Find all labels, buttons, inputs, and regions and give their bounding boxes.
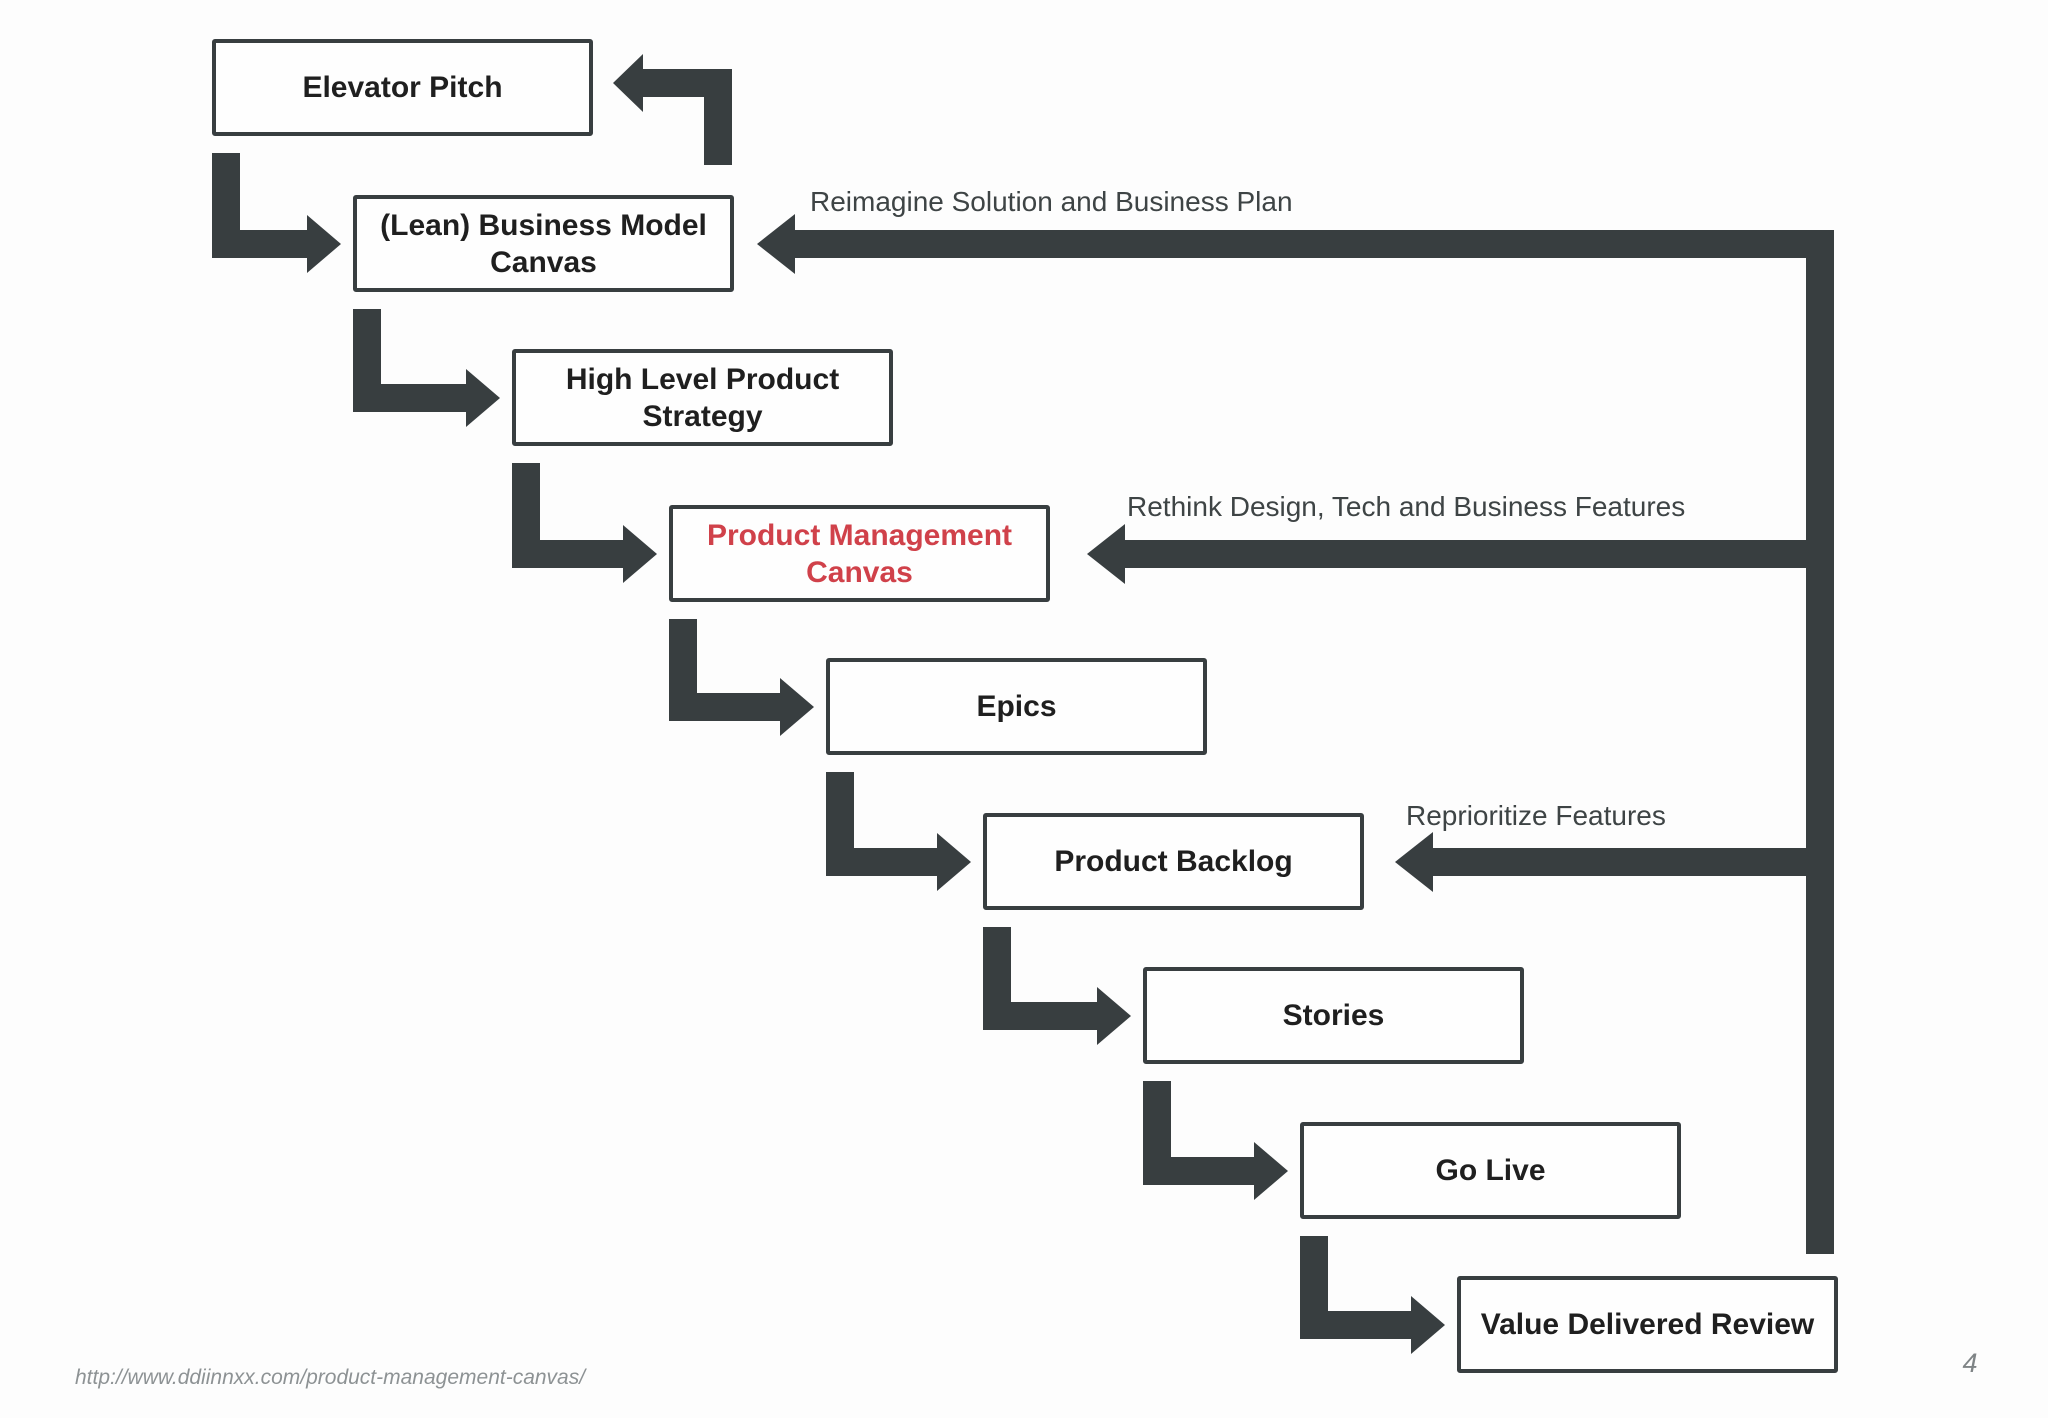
- feedback-vertical-line: [1806, 230, 1834, 1254]
- feedback-label-reimagine: Reimagine Solution and Business Plan: [810, 186, 1293, 217]
- connector-arrow-6-head: [1097, 987, 1131, 1045]
- flow-box-elevator-pitch: Elevator Pitch: [212, 39, 593, 136]
- flow-box-product-management-canvas: Product Management Canvas: [669, 505, 1050, 602]
- connector-arrow-4: [669, 619, 782, 721]
- feedback-arrow-1-head: [757, 214, 795, 274]
- flow-box-go-live: Go Live: [1300, 1122, 1681, 1219]
- top-return-elbow-arrow-head: [613, 54, 643, 112]
- feedback-arrow-2-head: [1087, 524, 1125, 584]
- connector-arrow-1-head: [307, 215, 341, 273]
- flow-box-stories: Stories: [1143, 967, 1524, 1064]
- flow-box-epics: Epics: [826, 658, 1207, 755]
- feedback-arrow-1-shaft: [795, 230, 1834, 258]
- connector-arrow-7-head: [1254, 1142, 1288, 1200]
- feedback-arrow-2-shaft: [1125, 540, 1834, 568]
- flow-box-lean-business-model-canvas: (Lean) Business Model Canvas: [353, 195, 734, 292]
- flow-box-value-delivered-review: Value Delivered Review: [1457, 1276, 1838, 1373]
- connector-arrow-2: [353, 309, 468, 412]
- feedback-label-reprioritize: Reprioritize Features: [1406, 800, 1666, 831]
- connector-arrow-3-head: [623, 525, 657, 583]
- feedback-arrow-3-shaft: [1433, 848, 1834, 876]
- feedback-label-rethink: Rethink Design, Tech and Business Featur…: [1127, 491, 1686, 522]
- connector-arrow-7: [1143, 1081, 1256, 1185]
- source-url-text: http://www.ddiinnxx.com/product-manageme…: [75, 1366, 586, 1389]
- connector-arrow-6: [983, 927, 1099, 1030]
- flow-box-product-backlog: Product Backlog: [983, 813, 1364, 910]
- connector-arrow-8: [1300, 1236, 1413, 1339]
- connector-arrow-3: [512, 463, 625, 568]
- connector-arrow-1: [212, 153, 309, 258]
- feedback-arrow-3-head: [1395, 832, 1433, 892]
- page-number: 4: [1962, 1348, 1978, 1378]
- flow-box-high-level-product-strategy: High Level Product Strategy: [512, 349, 893, 446]
- connector-arrow-5-head: [937, 833, 971, 891]
- connector-arrow-4-head: [780, 678, 814, 736]
- connector-arrow-8-head: [1411, 1296, 1445, 1354]
- connector-arrow-2-head: [466, 369, 500, 427]
- connector-arrow-5: [826, 772, 939, 876]
- top-return-elbow-arrow: [643, 69, 732, 165]
